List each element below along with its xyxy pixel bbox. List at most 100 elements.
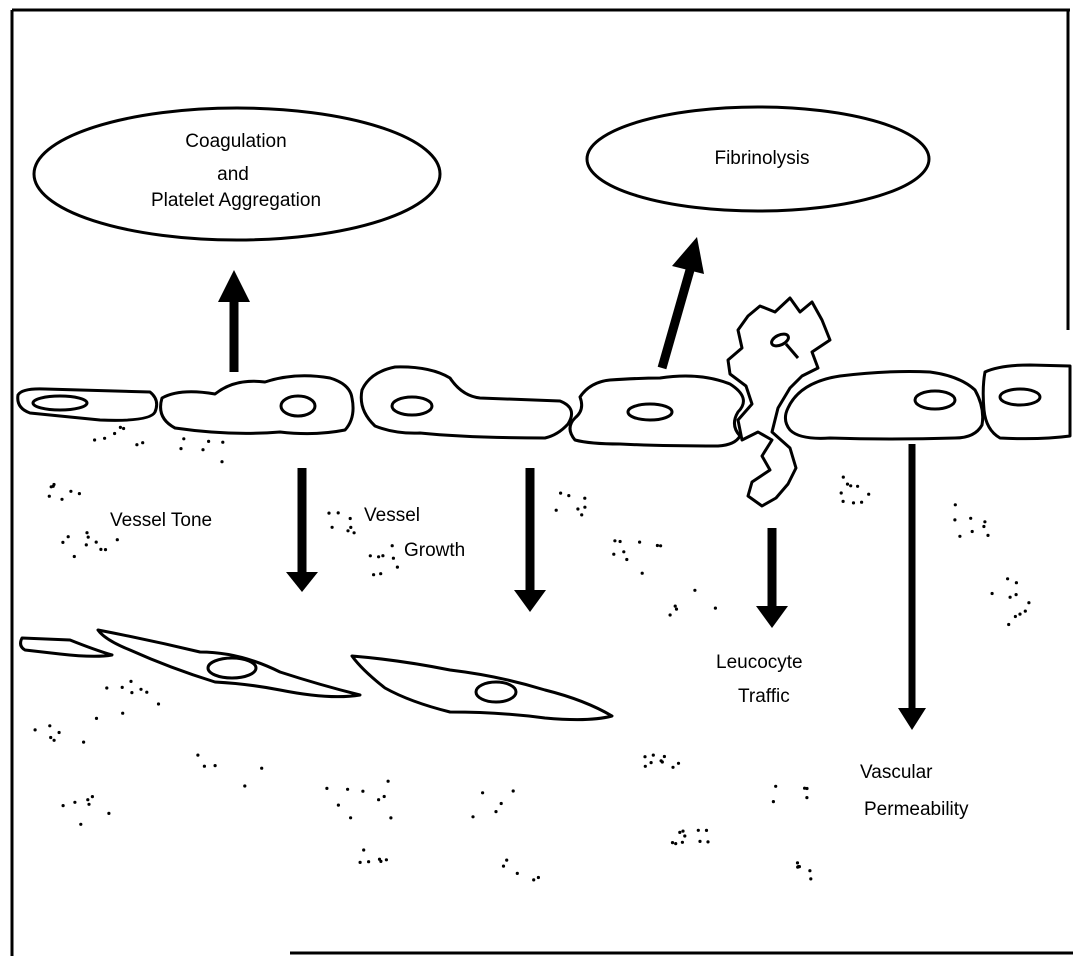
matrix-dot (220, 460, 223, 463)
matrix-dot (107, 812, 110, 815)
arrow-vessel-tone (286, 468, 318, 592)
vessel-growth-label-line2: Growth (404, 540, 465, 561)
matrix-dot (130, 691, 133, 694)
matrix-dot (82, 741, 85, 744)
matrix-dot (532, 878, 535, 881)
matrix-dot (481, 791, 484, 794)
matrix-dot (103, 437, 106, 440)
matrix-dot (809, 877, 812, 880)
cell-nucleus (1000, 389, 1040, 405)
matrix-dot (99, 548, 102, 551)
matrix-dot (325, 787, 328, 790)
matrix-dot (954, 503, 957, 506)
matrix-dot (73, 555, 76, 558)
matrix-dot (87, 803, 90, 806)
fibrinolysis-label: Fibrinolysis (714, 148, 809, 169)
matrix-dot (379, 572, 382, 575)
cell-nucleus (628, 404, 672, 420)
matrix-dot (105, 686, 108, 689)
matrix-dot (221, 441, 224, 444)
matrix-dot (797, 865, 800, 868)
matrix-dot (852, 501, 855, 504)
matrix-dot (372, 573, 375, 576)
cell-nucleus (476, 682, 516, 702)
matrix-dot (331, 526, 334, 529)
matrix-dot (644, 765, 647, 768)
coagulation-label-line3: Platelet Aggregation (151, 190, 321, 211)
matrix-dot (381, 554, 384, 557)
matrix-dot (567, 494, 570, 497)
matrix-dot (391, 544, 394, 547)
matrix-dot (349, 517, 352, 520)
matrix-dot (349, 526, 352, 529)
matrix-dot (121, 712, 124, 715)
matrix-dot (705, 829, 708, 832)
matrix-dot (612, 553, 615, 556)
matrix-dot (576, 507, 579, 510)
matrix-dot (505, 859, 508, 862)
smooth-muscle-layer (21, 630, 612, 720)
matrix-dot (135, 443, 138, 446)
matrix-dot (849, 484, 852, 487)
matrix-dot (986, 534, 989, 537)
matrix-dot (774, 785, 777, 788)
matrix-dot (1007, 623, 1010, 626)
matrix-dot (196, 754, 199, 757)
matrix-dot (145, 691, 148, 694)
cell-nucleus (33, 396, 87, 410)
matrix-dot (85, 531, 88, 534)
matrix-dot (867, 493, 870, 496)
vessel-growth-label-line1: Vessel (364, 505, 420, 526)
matrix-dot (516, 872, 519, 875)
matrix-dot (87, 536, 90, 539)
matrix-dot (559, 492, 562, 495)
matrix-dot (677, 762, 680, 765)
matrix-dot (982, 525, 985, 528)
matrix-dot (671, 841, 674, 844)
matrix-dot (958, 535, 961, 538)
cell-nucleus (281, 396, 315, 416)
cell-nucleus (392, 397, 432, 415)
matrix-dot (367, 860, 370, 863)
matrix-dot (362, 848, 365, 851)
matrix-dot (555, 509, 558, 512)
cell-nucleus (208, 658, 256, 678)
endothelial-cell (570, 376, 743, 446)
matrix-dot (396, 566, 399, 569)
matrix-dot (91, 795, 94, 798)
matrix-dot (73, 801, 76, 804)
matrix-dot (842, 476, 845, 479)
matrix-dot (674, 842, 677, 845)
matrix-dot (502, 865, 505, 868)
matrix-dot (95, 541, 98, 544)
matrix-dot (698, 840, 701, 843)
matrix-dot (625, 558, 628, 561)
coagulation-label-line1: Coagulation (185, 131, 286, 152)
matrix-dot (969, 517, 972, 520)
matrix-dot (846, 483, 849, 486)
matrix-dot (121, 686, 124, 689)
matrix-dot (62, 804, 65, 807)
matrix-dot (359, 861, 362, 864)
matrix-dot (860, 501, 863, 504)
matrix-dot (53, 739, 56, 742)
matrix-dot (392, 557, 395, 560)
matrix-dot (669, 613, 672, 616)
matrix-dot (387, 780, 390, 783)
smooth-muscle-cell (98, 630, 360, 697)
matrix-dot (537, 876, 540, 879)
matrix-dot (1018, 613, 1021, 616)
vessel-tone-label: Vessel Tone (110, 510, 212, 531)
endothelial-cell (983, 365, 1070, 439)
matrix-dot (638, 541, 641, 544)
matrix-dot (1015, 581, 1018, 584)
matrix-dot (772, 800, 775, 803)
matrix-dot (49, 736, 52, 739)
arrow-vessel-growth (514, 468, 546, 612)
matrix-dot (856, 485, 859, 488)
matrix-dot (681, 841, 684, 844)
matrix-dot (803, 787, 806, 790)
matrix-dot (337, 804, 340, 807)
